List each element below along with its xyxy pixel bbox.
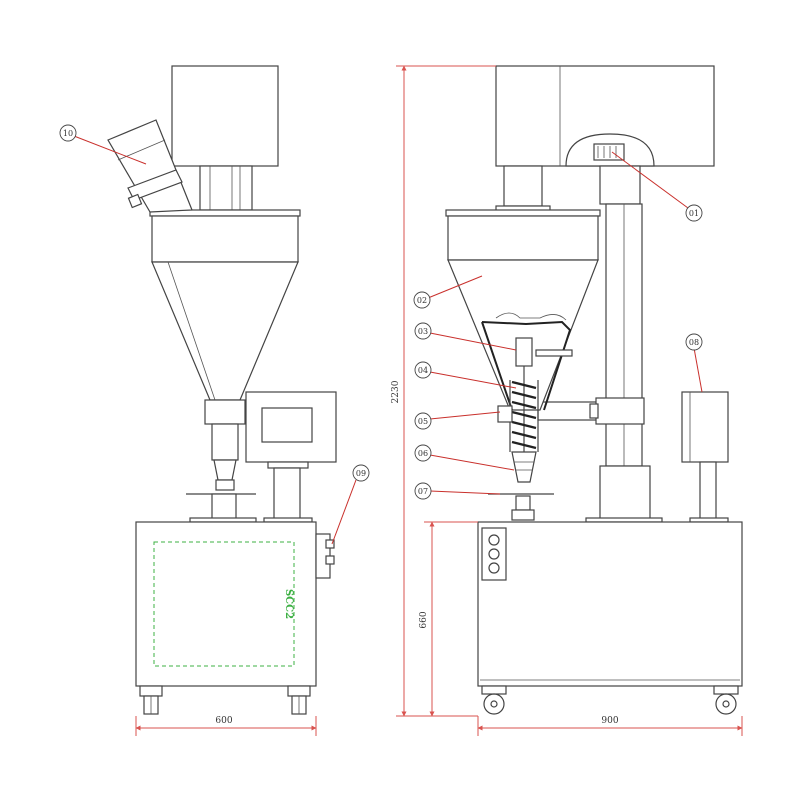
front-right-wheel bbox=[713, 685, 739, 715]
base-height-label: 660 bbox=[419, 611, 429, 628]
side-funnel bbox=[213, 459, 237, 481]
side-auger-tube bbox=[211, 423, 239, 461]
front-hopper-cone bbox=[447, 259, 599, 411]
side-control-box bbox=[245, 391, 337, 463]
front-inner-cone bbox=[481, 320, 572, 411]
front-control-box bbox=[681, 391, 729, 463]
front-button-panel bbox=[481, 527, 507, 581]
callout-01 bbox=[685, 204, 703, 222]
side-control-post bbox=[273, 467, 301, 521]
front-width-label: 900 bbox=[601, 716, 618, 726]
callout-02 bbox=[413, 291, 431, 309]
side-hopper-cone bbox=[151, 261, 299, 401]
side-cabinet bbox=[135, 521, 317, 687]
front-view: 2230 660 900 bbox=[391, 65, 743, 736]
side-view: SCC2 600 bbox=[107, 65, 337, 736]
callout-01-label: 01 bbox=[689, 209, 699, 218]
callouts: 10 09 01 02 03 04 05 06 07 bbox=[59, 124, 703, 545]
side-feed-inlet bbox=[107, 119, 193, 213]
front-hopper-top bbox=[447, 215, 599, 261]
front-nozzle bbox=[511, 451, 537, 483]
front-button-1 bbox=[488, 534, 500, 546]
callout-08 bbox=[685, 333, 703, 351]
cabinet-label: SCC2 bbox=[283, 589, 294, 619]
callout-10-label: 10 bbox=[63, 129, 73, 138]
front-control-post bbox=[699, 461, 717, 521]
side-left-wheel bbox=[139, 685, 163, 715]
callout-07-label: 07 bbox=[418, 487, 428, 496]
callout-03 bbox=[414, 322, 432, 340]
callout-09-label: 09 bbox=[356, 469, 366, 478]
front-agitator-coupling bbox=[515, 337, 533, 367]
callout-06-label: 06 bbox=[418, 449, 428, 458]
front-button-3 bbox=[488, 562, 500, 574]
side-motor-mount bbox=[199, 165, 253, 211]
front-button-2 bbox=[488, 548, 500, 560]
callout-04-label: 04 bbox=[418, 366, 428, 375]
callout-03-label: 03 bbox=[418, 327, 428, 336]
callout-09 bbox=[352, 464, 370, 482]
callout-05 bbox=[414, 412, 432, 430]
front-motor-mount bbox=[503, 165, 543, 207]
front-cabinet bbox=[477, 521, 743, 687]
front-left-wheel bbox=[481, 685, 507, 715]
callout-06 bbox=[414, 444, 432, 462]
front-column-head bbox=[599, 165, 641, 205]
callout-02-label: 02 bbox=[417, 296, 427, 305]
side-access-panel bbox=[153, 541, 295, 667]
front-side-fitting bbox=[497, 405, 513, 423]
callout-08-label: 08 bbox=[689, 338, 699, 347]
callout-04 bbox=[414, 361, 432, 379]
side-width-label: 600 bbox=[215, 716, 232, 726]
callout-05-label: 05 bbox=[418, 417, 428, 426]
side-motor-housing bbox=[171, 65, 279, 167]
callout-10 bbox=[59, 124, 77, 142]
overall-height-label: 2230 bbox=[391, 380, 401, 403]
side-hopper-top bbox=[151, 215, 299, 263]
side-auger-head bbox=[204, 399, 246, 425]
callout-07 bbox=[414, 482, 432, 500]
side-right-wheel bbox=[287, 685, 311, 715]
front-hopper-lid bbox=[445, 209, 601, 217]
